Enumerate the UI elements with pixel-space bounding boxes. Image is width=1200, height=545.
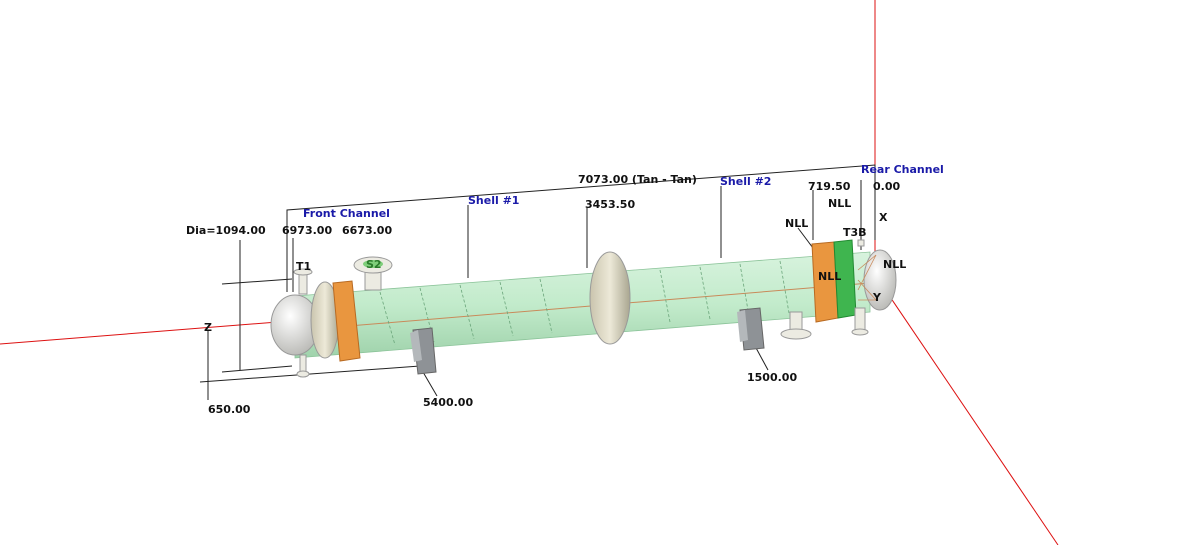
nozzle-t1-label: T1 bbox=[296, 260, 311, 273]
saddle-rear bbox=[737, 307, 765, 351]
rear-channel-label: Rear Channel bbox=[861, 163, 944, 176]
axis-z-label: Z bbox=[204, 321, 212, 334]
nll-label-2: NLL bbox=[818, 270, 841, 283]
saddle1-dimension: 5400.00 bbox=[423, 396, 473, 409]
saddle-front bbox=[410, 327, 437, 375]
shell2-label: Shell #2 bbox=[720, 175, 771, 188]
front-dimension-b: 6673.00 bbox=[342, 224, 392, 237]
axis-x-label: X bbox=[879, 211, 888, 224]
mid-flange-dimension: 3453.50 bbox=[585, 198, 635, 211]
rear-nll-lines bbox=[857, 254, 877, 301]
nozzles bbox=[293, 239, 869, 378]
saddle2-dimension: 1500.00 bbox=[747, 371, 797, 384]
front-dimension-a: 6973.00 bbox=[282, 224, 332, 237]
rear-zero-dimension: 0.00 bbox=[873, 180, 900, 193]
nll-label-3: NLL bbox=[828, 197, 851, 210]
diameter-dimension: Dia=1094.00 bbox=[186, 224, 266, 237]
rear-dimension: 719.50 bbox=[808, 180, 851, 193]
nll-label-1: NLL bbox=[785, 217, 808, 230]
tan-tan-dimension: 7073.00 (Tan - Tan) bbox=[578, 173, 697, 186]
shell-joint-flange bbox=[589, 251, 631, 345]
nll-label-4: NLL bbox=[883, 258, 906, 271]
nozzle-t3b-label: T3B bbox=[843, 226, 867, 239]
coordinate-axes bbox=[0, 0, 1059, 545]
shell1-label: Shell #1 bbox=[468, 194, 519, 207]
front-channel-label: Front Channel bbox=[303, 207, 390, 220]
front-body-flange bbox=[332, 280, 361, 362]
nozzle-s2-label: S2 bbox=[366, 258, 382, 271]
elevation-dimension: 650.00 bbox=[208, 403, 251, 416]
axis-y-label: Y bbox=[872, 291, 882, 304]
